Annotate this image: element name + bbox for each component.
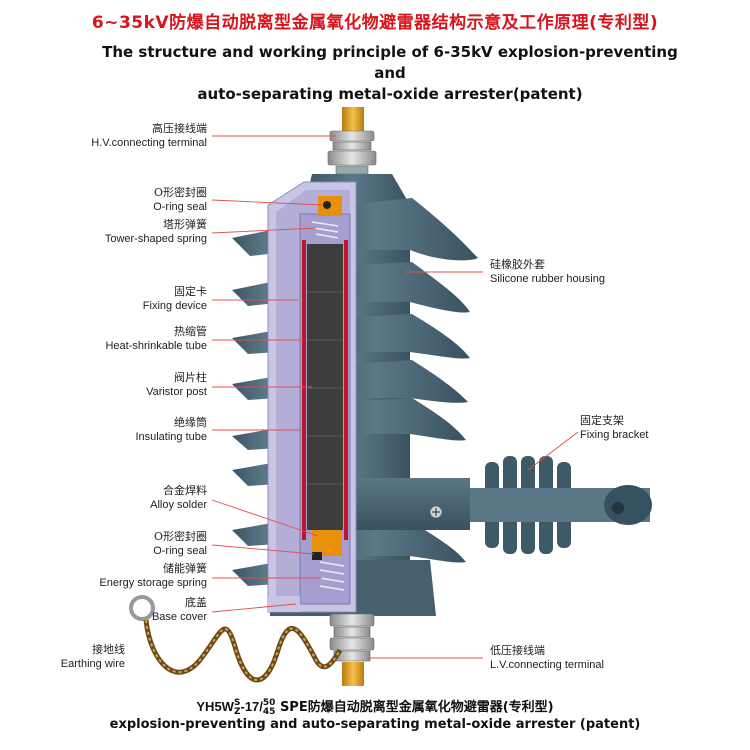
label-alloy-solder: 合金焊料 Alloy solder	[150, 484, 207, 512]
label-energy-spring-en: Energy storage spring	[99, 577, 207, 589]
label-varistor-post-en: Varistor post	[146, 386, 207, 398]
model-mid: -17/	[240, 699, 263, 714]
label-hv-terminal: 高压接线端 H.V.connecting terminal	[91, 122, 207, 150]
caption-english: explosion-preventing and auto-separating…	[109, 717, 641, 732]
label-rubber-housing-cn: 硅橡胶外套	[490, 258, 545, 271]
label-hv-terminal-cn: 高压接线端	[152, 122, 207, 135]
label-rubber-housing-en: Silicone rubber housing	[490, 273, 605, 285]
label-oring-top: O形密封圈 O-ring seal	[153, 186, 207, 214]
model-frac-bottom: 45	[262, 706, 276, 717]
label-base-cover-en: Base cover	[151, 611, 207, 623]
label-earthing-wire-cn: 接地线	[92, 643, 125, 656]
model-suffix: SPE防爆自动脱离型金属氧化物避雷器(专利型)	[275, 700, 554, 715]
label-insulating-tube: 绝缘筒 Insulating tube	[135, 416, 207, 444]
label-lv-terminal-en: L.V.connecting terminal	[490, 659, 604, 671]
alloy-solder	[312, 530, 342, 556]
model-prefix: YH5W	[196, 699, 234, 714]
earthing-wire	[129, 595, 343, 683]
label-fixing-device-cn: 固定卡	[174, 285, 207, 298]
label-fixing-bracket-cn: 固定支架	[580, 414, 624, 427]
label-alloy-solder-en: Alloy solder	[150, 499, 207, 511]
label-varistor-post: 阀片柱 Varistor post	[146, 371, 207, 399]
label-base-cover: 底盖 Base cover	[152, 596, 207, 624]
title-english-line2: auto-separating metal-oxide arrester(pat…	[197, 85, 583, 103]
leader-lines	[211, 135, 579, 659]
label-heat-tube-cn: 热缩管	[174, 325, 207, 338]
varistor-post	[307, 244, 343, 530]
label-tower-spring: 塔形弹簧 Tower-shaped spring	[105, 218, 207, 246]
label-lv-terminal: 低压接线端 L.V.connecting terminal	[490, 644, 604, 672]
label-varistor-post-cn: 阀片柱	[174, 371, 207, 384]
label-alloy-solder-cn: 合金焊料	[163, 484, 207, 497]
label-insulating-tube-cn: 绝缘筒	[174, 416, 207, 429]
label-energy-spring: 储能弹簧 Energy storage spring	[99, 562, 207, 590]
label-fixing-bracket-en: Fixing bracket	[580, 429, 649, 441]
label-oring-bottom: O形密封圈 O-ring seal	[153, 530, 207, 558]
hv-terminal	[327, 107, 377, 175]
tower-spring	[311, 221, 339, 239]
label-oring-top-en: O-ring seal	[153, 201, 207, 213]
model-sup: S	[233, 697, 241, 708]
label-oring-bottom-en: O-ring seal	[153, 545, 207, 557]
heat-shrinkable-tube	[302, 240, 306, 540]
label-fixing-bracket: 固定支架 Fixing bracket	[580, 414, 648, 442]
model-sub: Z	[233, 706, 241, 717]
lv-terminal	[329, 613, 375, 686]
label-fixing-device-en: Fixing device	[142, 300, 207, 312]
label-energy-spring-cn: 储能弹簧	[163, 562, 207, 575]
title-english-line1: The structure and working principle of 6…	[102, 43, 678, 82]
label-rubber-housing: 硅橡胶外套 Silicone rubber housing	[490, 258, 605, 286]
label-insulating-tube-en: Insulating tube	[135, 431, 207, 443]
model-frac-top: 50	[262, 697, 276, 708]
label-lv-terminal-cn: 低压接线端	[490, 644, 545, 657]
label-hv-terminal-en: H.V.connecting terminal	[91, 137, 207, 149]
label-fixing-device: 固定卡 Fixing device	[143, 285, 207, 313]
title-chinese: 6~35kV防爆自动脱离型金属氧化物避雷器结构示意及工作原理(专利型)	[91, 13, 659, 33]
label-earthing-wire-en: Earthing wire	[60, 658, 125, 670]
title-english: The structure and working principle of 6…	[90, 42, 690, 105]
cutaway-section	[267, 181, 357, 613]
label-tower-spring-en: Tower-shaped spring	[104, 233, 207, 245]
label-oring-bottom-cn: O形密封圈	[153, 530, 207, 543]
label-base-cover-cn: 底盖	[185, 596, 207, 609]
label-tower-spring-cn: 塔形弹簧	[163, 218, 207, 231]
label-heat-tube: 热缩管 Heat-shrinkable tube	[105, 325, 207, 353]
label-heat-tube-en: Heat-shrinkable tube	[105, 340, 207, 352]
label-earthing-wire: 接地线 Earthing wire	[61, 643, 125, 671]
energy-spring	[319, 561, 345, 591]
label-oring-top-cn: O形密封圈	[153, 186, 207, 199]
